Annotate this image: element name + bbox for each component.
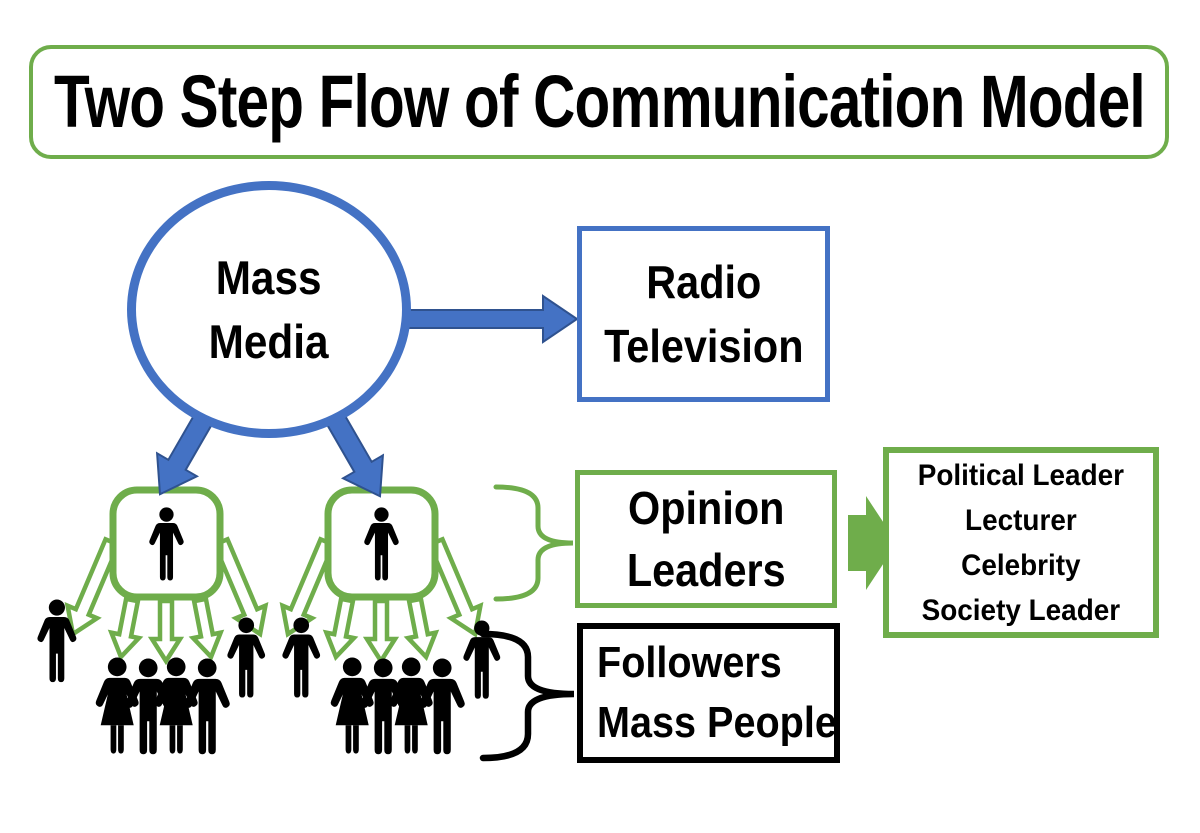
title-box: Two Step Flow of Communication Model: [29, 45, 1169, 159]
followers-node: Followers Mass People: [577, 623, 840, 763]
arrow-icon: [322, 597, 361, 659]
arrow-icon: [848, 496, 897, 590]
opinion-label-line2: Leaders: [626, 544, 786, 596]
followers-label-line2: Mass People: [597, 698, 837, 747]
arrow-icon: [107, 597, 146, 659]
leader-examples-node: Political Leader Lecturer Celebrity Soci…: [883, 447, 1159, 638]
television-label: Television: [603, 320, 804, 372]
arrow-icon: [367, 601, 395, 661]
mass-media-label-line2: Media: [209, 314, 329, 368]
example-celebrity: Celebrity: [961, 548, 1081, 582]
radio-television-node: Radio Television: [577, 226, 830, 402]
mass-media-label-line1: Mass: [216, 250, 322, 304]
arrow-icon: [401, 597, 440, 659]
opinion-label-line1: Opinion: [627, 482, 785, 534]
curly-brace-icon: [479, 630, 575, 762]
example-society-leader: Society Leader: [921, 593, 1121, 627]
mass-media-node: Mass Media: [127, 181, 411, 438]
arrow-icon: [401, 294, 579, 344]
curly-brace-icon: [493, 484, 574, 602]
radio-label: Radio: [645, 256, 762, 308]
example-lecturer: Lecturer: [965, 503, 1077, 537]
arrow-icon: [152, 601, 180, 661]
example-political-leader: Political Leader: [917, 458, 1125, 492]
media-flow-arrows: [139, 294, 579, 509]
arrow-icon: [186, 597, 225, 659]
followers-label-line1: Followers: [597, 638, 782, 687]
page-title: Two Step Flow of Communication Model: [53, 60, 1146, 144]
opinion-leaders-node: Opinion Leaders: [575, 470, 837, 608]
